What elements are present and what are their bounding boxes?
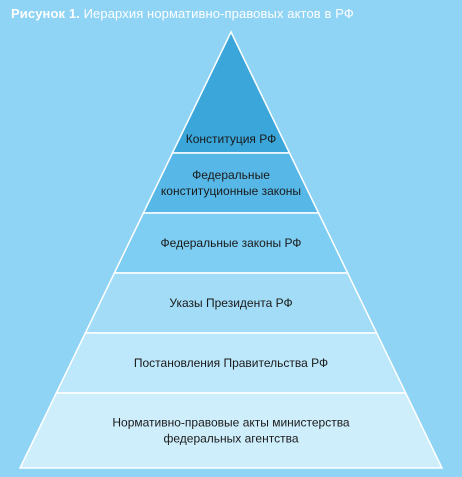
pyramid-tier-2-label-line-1: Федеральные — [192, 168, 270, 182]
figure-caption: Рисунок 1. Иерархия нормативно-правовых … — [11, 6, 354, 21]
figure-caption-text: Иерархия нормативно-правовых актов в РФ — [83, 6, 354, 21]
pyramid-tier-6-label-line-1: Нормативно-правовые акты министерства — [112, 416, 350, 430]
pyramid-tier-2 — [142, 152, 320, 214]
pyramid-tier-3-label-line-1: Федеральные законы РФ — [161, 236, 302, 250]
figure-caption-label: Рисунок 1. — [11, 6, 80, 21]
pyramid-tier-5-label-line-1: Постановления Правительства РФ — [134, 356, 328, 370]
pyramid-tier-6 — [18, 392, 444, 469]
pyramid-tier-2-label-line-2: конституционные законы — [161, 184, 301, 198]
pyramid-tier-4-label-line-1: Указы Президента РФ — [169, 296, 292, 310]
pyramid-tier-6-label-line-2: федеральных агентства — [163, 432, 298, 446]
pyramid-tier-1-label-line-1: Конституция РФ — [186, 132, 277, 146]
